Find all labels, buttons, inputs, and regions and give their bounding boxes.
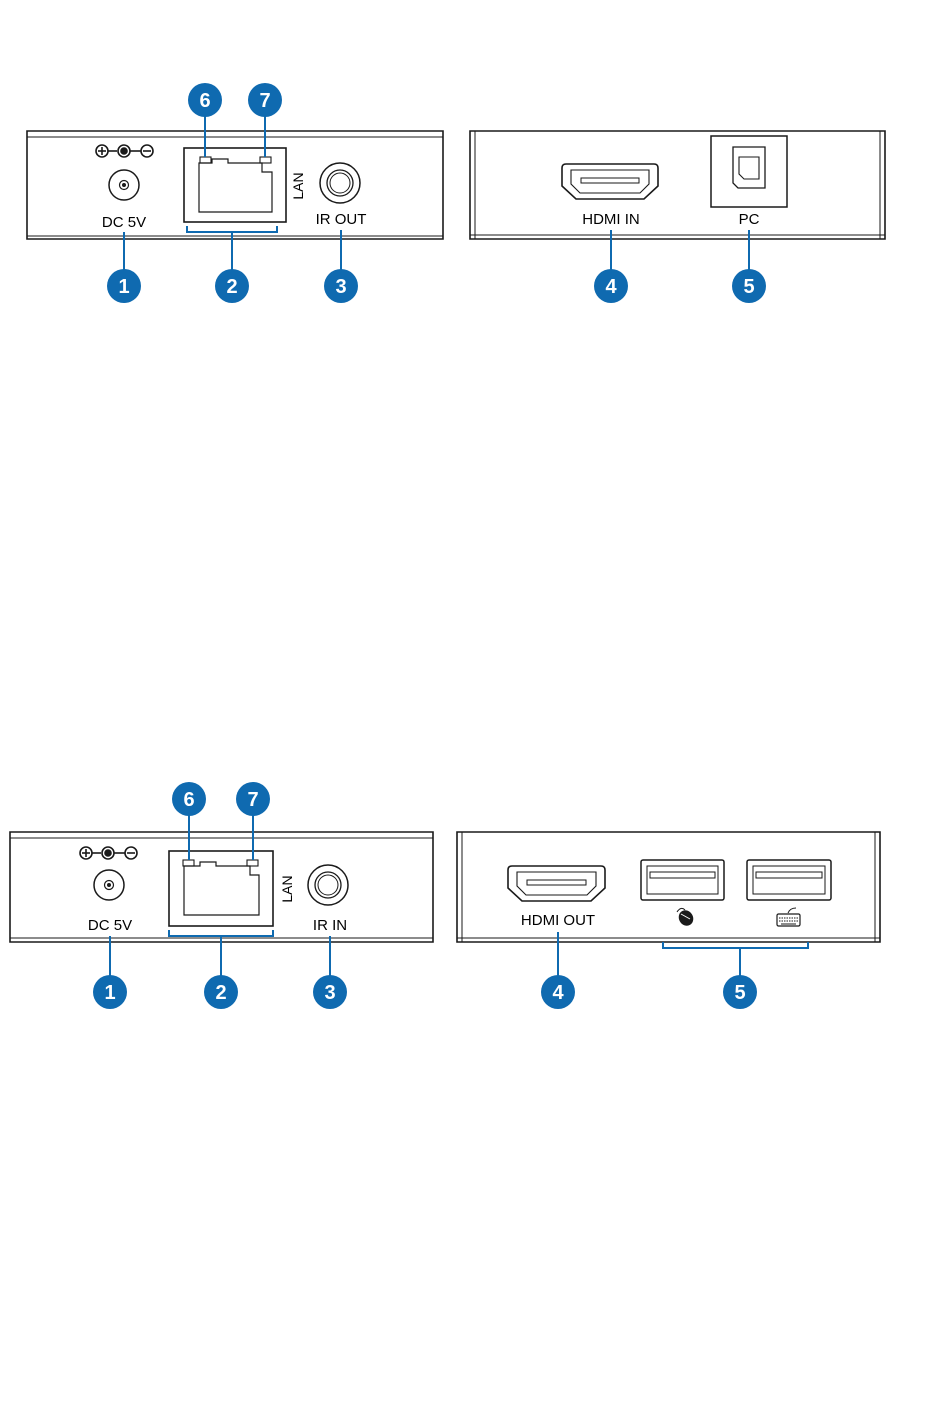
power-label: DC 5V xyxy=(88,917,132,934)
svg-text:6: 6 xyxy=(183,789,194,811)
callout-5: 5 xyxy=(732,269,766,303)
power-label: DC 5V xyxy=(102,214,146,231)
receiver-rear-panel: DC 5V LAN IR IN 1 2 3 6 7 xyxy=(10,782,433,1009)
svg-text:7: 7 xyxy=(247,789,258,811)
ir-label: IR OUT xyxy=(316,211,367,228)
svg-text:4: 4 xyxy=(605,276,617,298)
svg-text:1: 1 xyxy=(118,276,129,298)
transmitter-front-panel: HDMI IN PC 4 5 xyxy=(470,131,885,303)
panel-outline xyxy=(27,131,443,239)
svg-text:3: 3 xyxy=(335,276,346,298)
callout-3: 3 xyxy=(313,975,347,1009)
callout-4: 4 xyxy=(541,975,575,1009)
svg-text:3: 3 xyxy=(324,982,335,1004)
svg-text:6: 6 xyxy=(199,90,210,112)
callout-2: 2 xyxy=(204,975,238,1009)
ir-label: IR IN xyxy=(313,917,347,934)
svg-text:5: 5 xyxy=(734,982,745,1004)
hdmi-label: HDMI IN xyxy=(582,211,640,228)
callout-1: 1 xyxy=(93,975,127,1009)
callout-3: 3 xyxy=(324,269,358,303)
svg-text:2: 2 xyxy=(226,276,237,298)
svg-text:4: 4 xyxy=(552,982,564,1004)
callout-7: 7 xyxy=(236,782,270,816)
svg-text:2: 2 xyxy=(215,982,226,1004)
callout-1: 1 xyxy=(107,269,141,303)
panel-outline xyxy=(470,131,885,239)
lan-label: LAN xyxy=(290,172,306,199)
usb-label: PC xyxy=(739,211,760,228)
callout-2: 2 xyxy=(215,269,249,303)
svg-text:5: 5 xyxy=(743,276,754,298)
receiver-front-panel: HDMI OUT xyxy=(457,832,880,1009)
svg-text:7: 7 xyxy=(259,90,270,112)
hdmi-label: HDMI OUT xyxy=(521,912,595,929)
callout-6: 6 xyxy=(188,83,222,117)
callout-5: 5 xyxy=(723,975,757,1009)
callout-4: 4 xyxy=(594,269,628,303)
transmitter-rear-panel: DC 5V LAN IR OUT 1 2 3 6 7 xyxy=(27,83,443,303)
svg-text:1: 1 xyxy=(104,982,115,1004)
callout-6: 6 xyxy=(172,782,206,816)
callout-7: 7 xyxy=(248,83,282,117)
lan-label: LAN xyxy=(279,875,295,902)
